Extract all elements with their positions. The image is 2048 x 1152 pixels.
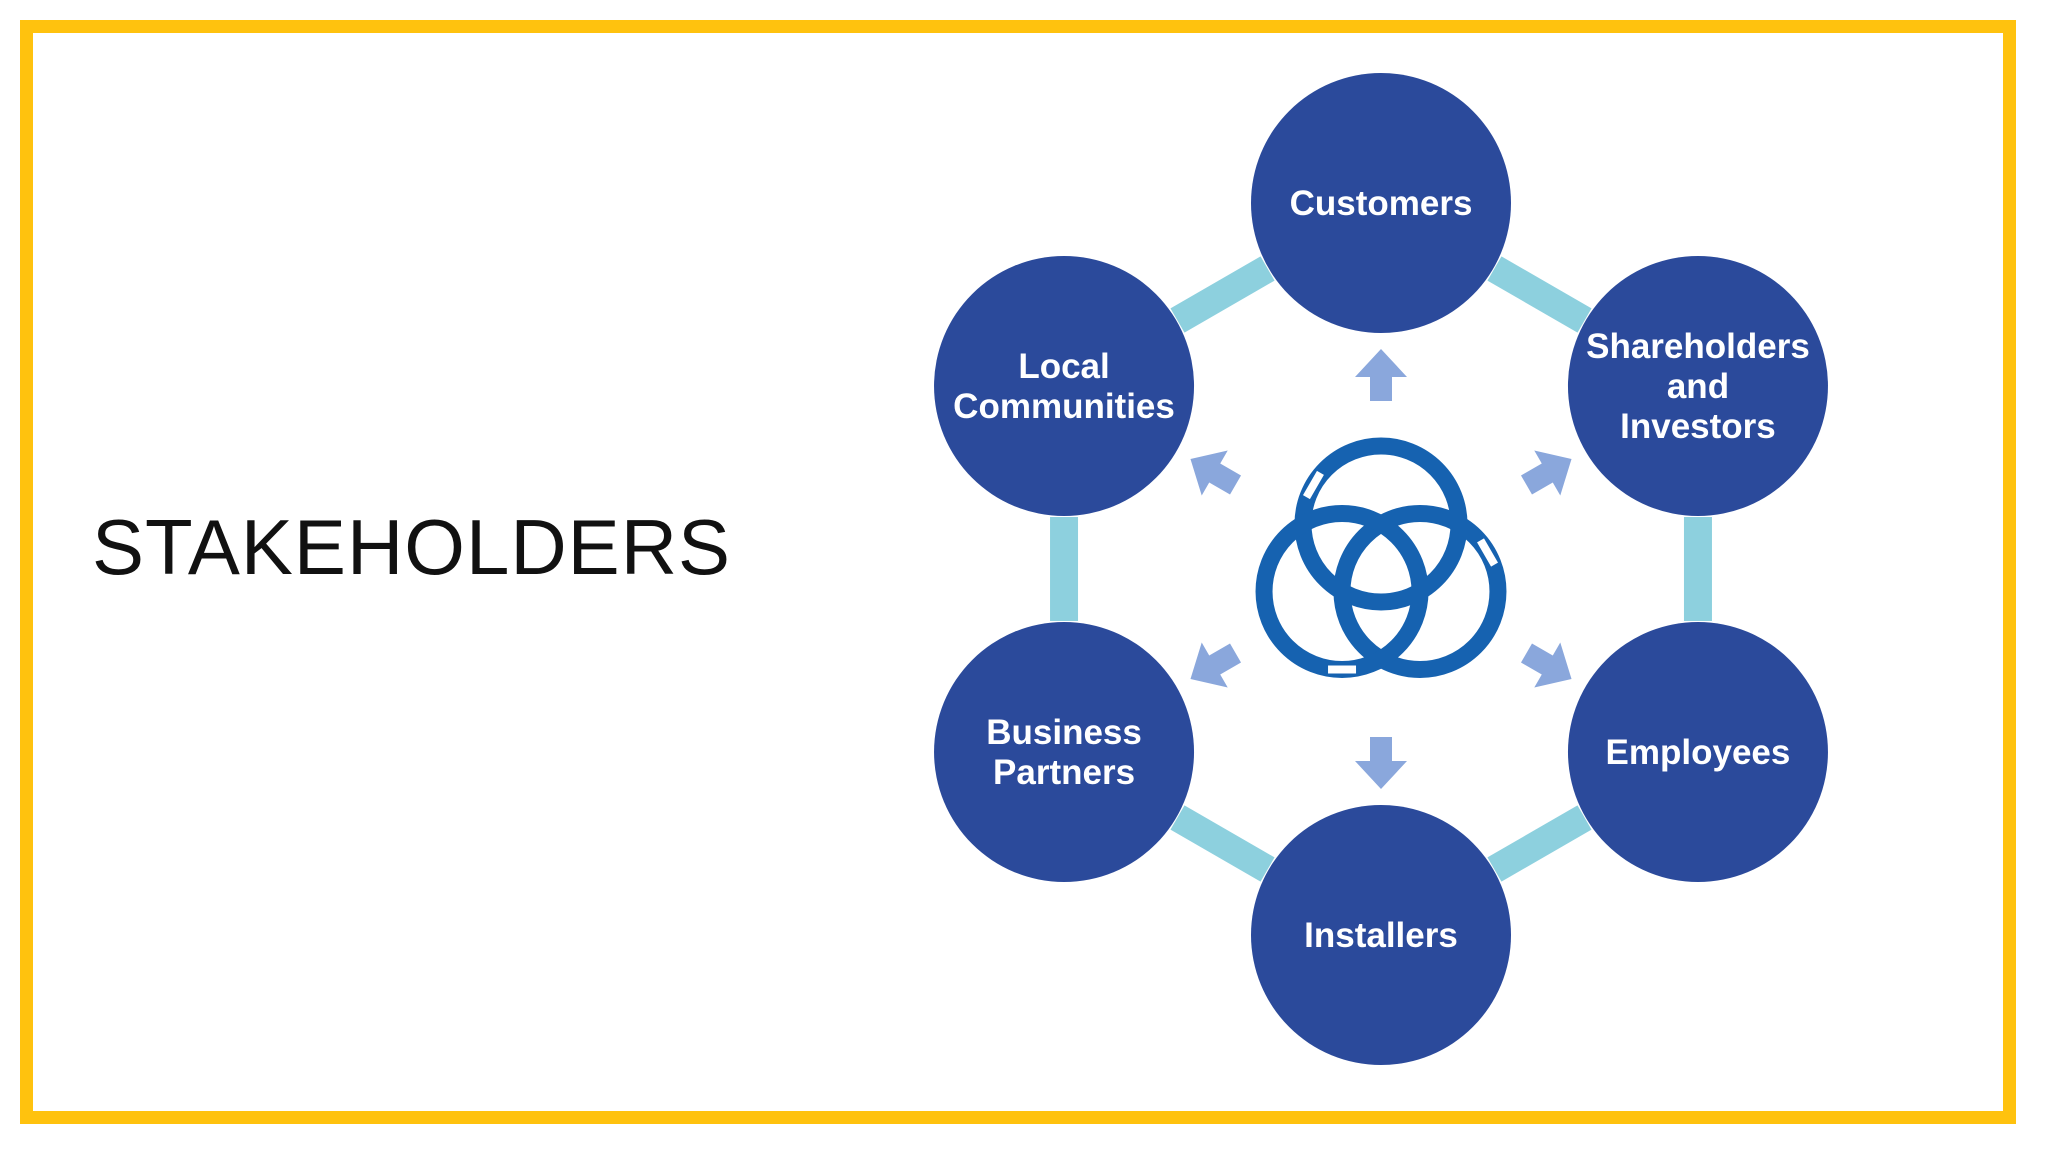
- ring-icon: [1333, 505, 1507, 678]
- interlocking-rings-icon: [1255, 437, 1507, 678]
- connector-bar: [1487, 805, 1592, 882]
- node-label-line: Installers: [1304, 916, 1458, 955]
- ring-weave-gap: [1328, 665, 1357, 674]
- arrow-icon: [1355, 349, 1407, 401]
- stakeholder-node-customers: Customers: [1251, 73, 1511, 333]
- node-circle: [1567, 622, 1828, 882]
- node-circle: [1567, 256, 1828, 516]
- connector-bar: [1170, 256, 1275, 333]
- arrow-icon: [1520, 450, 1572, 496]
- node-label-line: Partners: [993, 753, 1135, 792]
- node-circle: [934, 622, 1195, 882]
- node-circle: [934, 256, 1195, 516]
- ring-weave-gap: [1477, 538, 1498, 567]
- slide-frame: [20, 20, 2016, 1124]
- node-label-line: Shareholders: [1586, 327, 1810, 366]
- node-label: Employees: [1606, 733, 1791, 772]
- stakeholder-node-employees: Employees: [1567, 622, 1828, 882]
- node-label-line: Employees: [1606, 733, 1791, 772]
- node-label-line: Local: [1018, 347, 1109, 386]
- connector-bar: [1683, 517, 1712, 621]
- node-label-line: and: [1667, 367, 1729, 406]
- arrow-icon: [1190, 450, 1242, 496]
- slide-title: STAKEHOLDERS: [92, 503, 732, 591]
- arrow-icon: [1355, 737, 1407, 789]
- stakeholder-node-installers: Installers: [1251, 805, 1511, 1065]
- node-label-line: Business: [986, 713, 1142, 752]
- center-arrows: [1190, 349, 1572, 789]
- node-label-line: Customers: [1290, 184, 1473, 223]
- connector-bar: [1050, 516, 1079, 621]
- node-label: Installers: [1304, 916, 1458, 955]
- ring-weave-gap: [1302, 470, 1324, 500]
- ring-connectors: [1050, 256, 1712, 882]
- node-circle: [1251, 805, 1511, 1065]
- arrow-icon: [1190, 642, 1242, 688]
- connector-bar: [1170, 805, 1275, 882]
- connector-bar: [1487, 256, 1592, 333]
- node-circle: [1251, 73, 1511, 333]
- node-label-line: Investors: [1620, 407, 1776, 446]
- arrow-icon: [1520, 642, 1572, 688]
- node-label: Customers: [1290, 184, 1473, 223]
- node-label-line: Communities: [953, 387, 1175, 426]
